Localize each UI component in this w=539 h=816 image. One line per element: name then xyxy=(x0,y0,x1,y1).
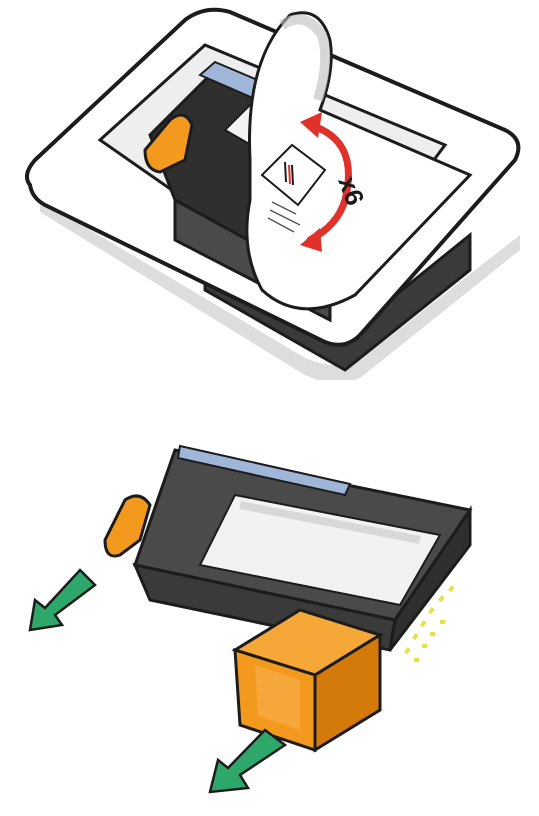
tray-illustration: x6 xyxy=(0,0,539,380)
remove-arrow-icon xyxy=(30,570,95,630)
remove-cap-arrow-icon xyxy=(210,730,285,792)
step-remove-printhead-illustration xyxy=(0,420,539,816)
step-peel-label-illustration: x6 xyxy=(0,0,539,380)
printhead-illustration xyxy=(0,420,539,816)
orange-cap xyxy=(235,610,380,750)
